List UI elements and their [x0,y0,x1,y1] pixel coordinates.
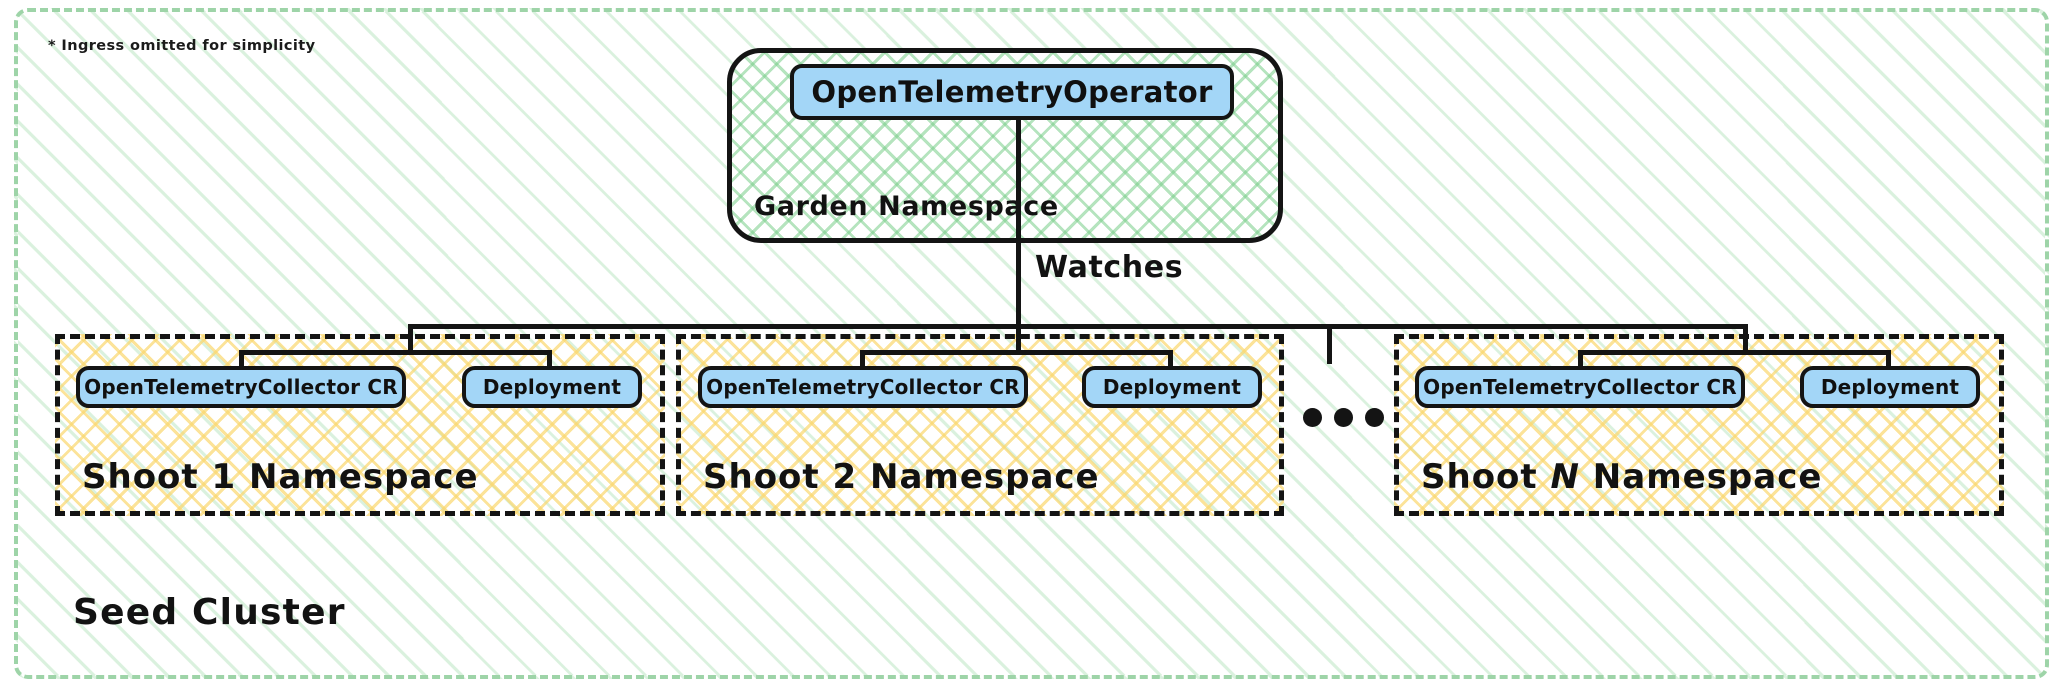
ellipsis-dot [1334,408,1353,427]
node-deployment-1[interactable]: Deployment [462,366,642,408]
ellipsis-dot [1303,408,1322,427]
node-opentelemetrycollector-cr-1[interactable]: OpenTelemetryCollector CR [76,366,406,408]
node-deployment-n[interactable]: Deployment [1800,366,1980,408]
edge-label-watches: Watches [1035,250,1184,285]
edge-subbar-1 [239,350,552,355]
shoot-namespace-n-label: Shoot N Namespace [1421,457,1823,497]
edge-subdrop-2-right [1168,350,1173,370]
edge-operator-trunk [1016,118,1021,327]
edge-drop-ellipsis [1327,324,1332,364]
ellipsis-dot [1365,408,1384,427]
footnote-text: * Ingress omitted for simplicity [48,38,316,54]
ellipsis-indicator [1303,408,1384,427]
edge-drop-shoot-1 [408,324,413,354]
edge-subdrop-n-right [1886,350,1891,370]
edge-subdrop-2-left [860,350,865,370]
shoot-namespace-n: Shoot N Namespace [1394,334,2004,516]
edge-drop-shoot-2 [1016,324,1021,354]
node-opentelemetrycollector-cr-2[interactable]: OpenTelemetryCollector CR [698,366,1028,408]
shoot-namespace-2-label: Shoot 2 Namespace [703,457,1100,497]
shoot-namespace-2: Shoot 2 Namespace [676,334,1284,516]
edge-subdrop-1-left [239,350,244,370]
edge-subdrop-1-right [547,350,552,370]
edge-subbar-n [1578,350,1891,355]
node-opentelemetry-operator[interactable]: OpenTelemetryOperator [790,64,1234,120]
shoot-namespace-1: Shoot 1 Namespace [55,334,665,516]
node-deployment-2[interactable]: Deployment [1082,366,1262,408]
edge-drop-shoot-n [1743,324,1748,354]
garden-namespace-label: Garden Namespace [754,191,1059,222]
edge-subbar-2 [860,350,1173,355]
shoot-namespace-1-label: Shoot 1 Namespace [82,457,479,497]
edge-subdrop-n-left [1578,350,1583,370]
edge-distribution-bar [408,324,1747,329]
seed-cluster-label: Seed Cluster [73,592,346,633]
node-opentelemetrycollector-cr-n[interactable]: OpenTelemetryCollector CR [1415,366,1745,408]
